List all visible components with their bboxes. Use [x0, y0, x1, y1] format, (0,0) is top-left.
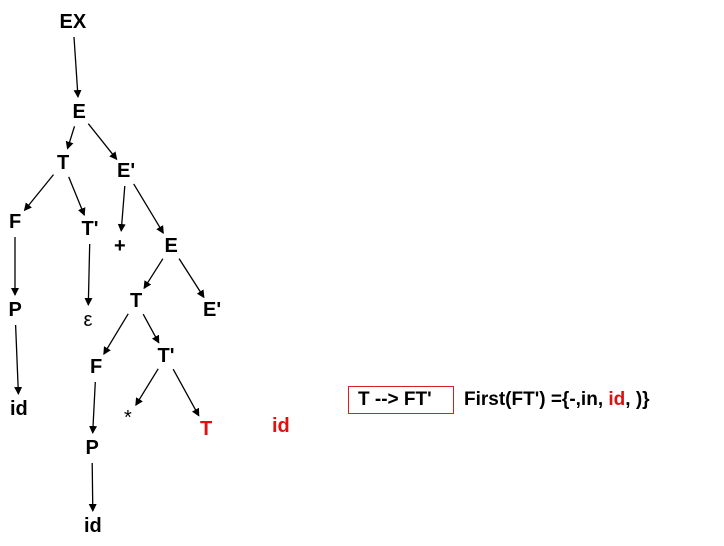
tree-node-ep1: E'	[117, 160, 136, 182]
tree-edge-e2-t2	[143, 258, 164, 290]
tree-edge-e2-ep2	[178, 258, 205, 299]
tree-edge-e1-ep1	[87, 123, 118, 161]
first-set-expression: First(FT') ={-,in, id, )}	[464, 389, 650, 411]
tree-node-p1: P	[8, 299, 22, 321]
tree-node-ep2: E'	[203, 299, 222, 321]
tree-node-t3: T	[200, 418, 213, 440]
tree-node-e2: E	[164, 235, 178, 257]
tree-edge-f2-p2	[89, 381, 98, 434]
tree-node-star: *	[124, 407, 132, 429]
tree-node-f2: F	[90, 356, 103, 378]
tree-edge-p2-id2	[88, 462, 97, 512]
tree-edge-ep1-e2	[133, 183, 164, 234]
production-rule-box	[348, 386, 454, 414]
tree-edge-tp2-star	[135, 368, 159, 407]
tree-node-ex: EX	[59, 11, 87, 33]
tree-edge-t2-tp2	[142, 313, 160, 344]
tree-edge-e1-t1	[65, 126, 76, 150]
tree-node-e1: E	[72, 101, 86, 123]
tree-node-t1: T	[57, 152, 70, 174]
tree-node-p2: P	[85, 437, 99, 459]
tree-node-t2: T	[130, 290, 143, 312]
tree-edge-tp1-eps	[84, 243, 93, 306]
tree-node-plus: +	[114, 235, 126, 257]
production-rule: T --> FT'	[358, 389, 432, 410]
tree-edge-t1-f1	[23, 174, 55, 212]
tree-edge-t1-tp1	[68, 176, 86, 217]
tree-node-id2: id	[84, 515, 102, 537]
tree-node-tp2: T'	[157, 345, 175, 367]
tree-node-f1: F	[9, 211, 22, 233]
tree-edge-ep1-plus	[117, 185, 126, 232]
tree-node-lookahead: id	[272, 415, 290, 437]
first-set-highlight: id	[608, 389, 626, 410]
tree-edge-ex-e1	[73, 36, 82, 98]
tree-node-tp1: T'	[81, 218, 99, 240]
tree-node-id1: id	[10, 398, 28, 420]
tree-node-eps: ε	[83, 309, 93, 331]
tree-edge-p1-id1	[14, 324, 23, 395]
first-set-prefix: First(FT') ={-,in,	[464, 389, 609, 410]
first-set-suffix: , )}	[625, 389, 650, 410]
tree-edge-tp2-t3	[172, 368, 200, 417]
tree-edge-t2-f2	[103, 313, 129, 356]
